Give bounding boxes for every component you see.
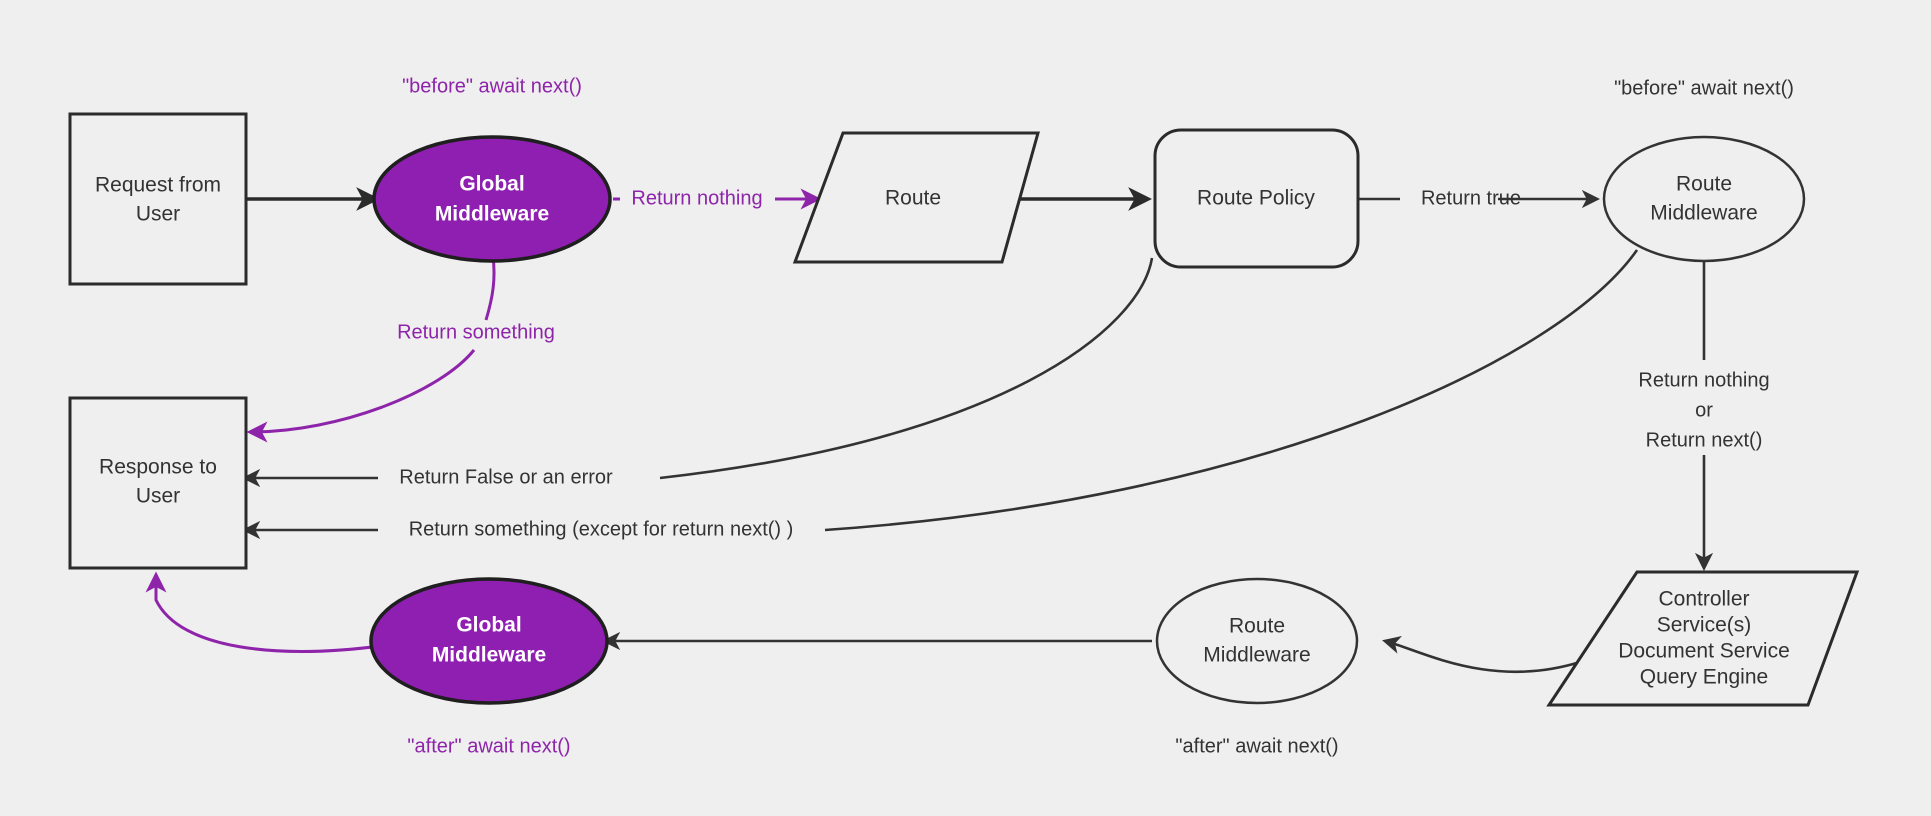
node-rmw-top-line2: Middleware: [1650, 202, 1757, 225]
edge-global-bottom-to-response: [145, 571, 389, 653]
node-request-from-user[interactable]: Request from User: [68, 112, 248, 286]
edge-rmw-to-response-curve: [824, 249, 1639, 532]
edge-label-return-nothing: Return nothing: [631, 187, 762, 209]
node-controller-line2: Service(s): [1657, 614, 1752, 637]
edge-label-return-something-except: Return something (except for return next…: [409, 518, 794, 540]
node-response-line2: User: [136, 485, 180, 508]
node-global-middleware-top[interactable]: Global Middleware: [372, 135, 612, 263]
edge-label-return-nothing-2: Return nothing: [1638, 369, 1769, 391]
edge-global-return-something-to-response: [246, 349, 476, 443]
node-response-line1: Response to: [99, 456, 217, 479]
edge-label-return-next: Return next(): [1646, 429, 1763, 451]
node-controller-line4: Query Engine: [1640, 666, 1768, 689]
node-global-bottom-line1: Global: [456, 614, 521, 637]
edge-label-or: or: [1695, 399, 1713, 421]
node-rmw-top-line1: Route: [1676, 173, 1732, 196]
node-rmw-bottom-line1: Route: [1229, 615, 1285, 638]
node-request-line1: Request from: [95, 174, 221, 197]
node-route[interactable]: Route: [792, 131, 1040, 264]
node-route-label: Route: [885, 187, 941, 210]
annotation-before-await-next-global: "before" await next(): [402, 75, 582, 97]
node-global-middleware-bottom[interactable]: Global Middleware: [369, 577, 609, 705]
annotation-before-await-next-route: "before" await next(): [1614, 77, 1794, 99]
node-request-line2: User: [136, 203, 180, 226]
node-route-middleware-bottom[interactable]: Route Middleware: [1155, 577, 1359, 705]
node-controller-line3: Document Service: [1618, 640, 1790, 663]
edge-controller-to-route-middleware-bottom: [1382, 635, 1581, 674]
node-global-top-line2: Middleware: [435, 203, 549, 226]
edge-label-return-true: Return true: [1421, 187, 1521, 209]
node-route-policy[interactable]: Route Policy: [1153, 128, 1360, 269]
node-response-to-user[interactable]: Response to User: [68, 396, 248, 570]
node-route-middleware-top[interactable]: Route Middleware: [1602, 135, 1806, 263]
node-global-bottom-line2: Middleware: [432, 644, 546, 667]
annotation-after-await-next-route: "after" await next(): [1175, 735, 1338, 757]
edge-label-return-false-or-error: Return False or an error: [399, 466, 613, 488]
annotation-after-await-next-global: "after" await next(): [407, 735, 570, 757]
node-controller-services[interactable]: Controller Service(s) Document Service Q…: [1546, 570, 1860, 707]
edge-label-return-something: Return something: [397, 321, 555, 343]
node-controller-line1: Controller: [1658, 588, 1749, 611]
node-global-top-line1: Global: [459, 173, 524, 196]
node-route-policy-label: Route Policy: [1197, 187, 1315, 210]
edge-policy-to-response-curve: [659, 257, 1154, 480]
node-rmw-bottom-line2: Middleware: [1203, 644, 1310, 667]
